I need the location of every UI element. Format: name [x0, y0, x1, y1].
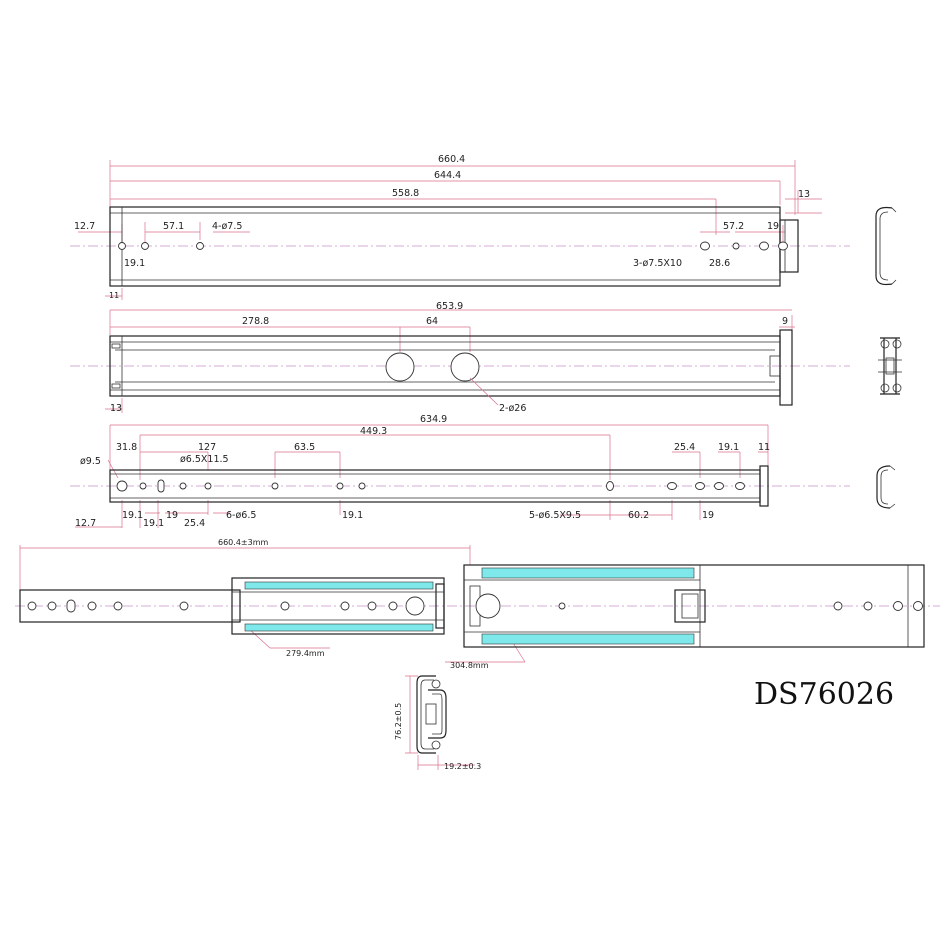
- dim-label: 60.2: [628, 510, 649, 521]
- dim-label: 57.1: [163, 221, 184, 232]
- dim-label: 6-ø6.5: [226, 510, 256, 521]
- dim-label: 12.7: [74, 221, 95, 232]
- dim-label: ø6.5X11.5: [180, 454, 229, 465]
- dim-label: 19.1: [124, 258, 145, 269]
- section-profile: 76.2±0.5 19.2±0.3: [394, 675, 481, 771]
- dim-label: 2-ø26: [499, 403, 526, 414]
- dim-label: 19.1: [143, 518, 164, 529]
- dim-label: 4-ø7.5: [212, 221, 242, 232]
- dim-label: 127: [198, 442, 216, 453]
- view-outer-member: 660.4 644.4 558.8 13 12.7 57.1 4-ø7.5 19…: [70, 154, 850, 300]
- view-middle-member: 653.9 278.8 64 9 13 2-ø26: [70, 301, 850, 414]
- dim-label: 304.8mm: [450, 661, 489, 670]
- view-extended-assembly: 660.4±3mm 279.4mm 304.8mm: [15, 538, 940, 670]
- profile-inner-member: [876, 465, 896, 509]
- dim-label: 11: [109, 291, 119, 300]
- dim-label: 57.2: [723, 221, 744, 232]
- dim-label: 9: [782, 316, 788, 327]
- dim-label: 19.2±0.3: [444, 762, 481, 771]
- dim-label: 644.4: [434, 170, 461, 181]
- dim-label: 25.4: [184, 518, 205, 529]
- dim-label: 19.1: [122, 510, 143, 521]
- dim-label: 12.7: [75, 518, 96, 529]
- dim-label: 19: [767, 221, 779, 232]
- dim-label: 660.4: [438, 154, 465, 165]
- dim-label: ø9.5: [80, 456, 101, 467]
- dim-label: 5-ø6.5X9.5: [529, 510, 581, 521]
- dim-label: 279.4mm: [286, 649, 325, 658]
- dim-label: 19.1: [718, 442, 739, 453]
- dim-label: 19.1: [342, 510, 363, 521]
- dim-label: 278.8: [242, 316, 269, 327]
- dim-label: 25.4: [674, 442, 695, 453]
- dim-label: 19: [166, 510, 178, 521]
- model-number: DS76026: [754, 677, 894, 712]
- dim-label: 13: [110, 403, 122, 414]
- dim-label: 31.8: [116, 442, 137, 453]
- dim-label: 449.3: [360, 426, 387, 437]
- dim-label: 634.9: [420, 414, 447, 425]
- dim-label: 660.4±3mm: [218, 538, 268, 547]
- dim-label: 653.9: [436, 301, 463, 312]
- profile-outer-member: [875, 206, 897, 286]
- dim-label: 63.5: [294, 442, 315, 453]
- dim-label: 28.6: [709, 258, 730, 269]
- dim-label: 11: [758, 442, 770, 453]
- view-inner-member: 634.9 449.3 ø9.5 31.8 ø6.5X11.5 127 63.5…: [70, 414, 850, 529]
- dim-label: 19: [702, 510, 714, 521]
- dim-label: 64: [426, 316, 438, 327]
- dim-label: 76.2±0.5: [394, 703, 403, 740]
- profile-middle-member: [878, 337, 902, 395]
- dim-label: 13: [798, 189, 810, 200]
- dim-label: 558.8: [392, 188, 419, 199]
- dim-label: 3-ø7.5X10: [633, 258, 682, 269]
